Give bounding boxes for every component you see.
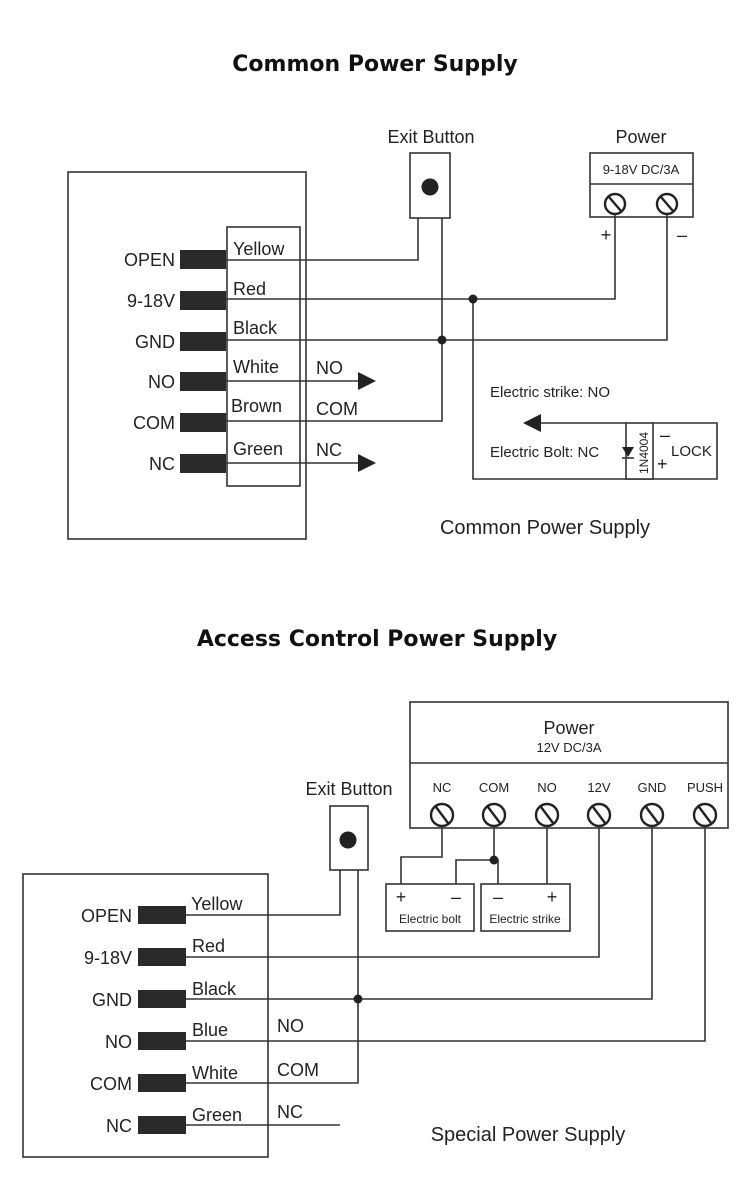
screw-12v xyxy=(586,802,612,828)
bottom-term-nc: NC xyxy=(106,1116,132,1136)
bottom-term-no: NO xyxy=(105,1032,132,1052)
bottom-caption: Special Power Supply xyxy=(431,1124,626,1146)
top-junction-red xyxy=(468,294,478,304)
bottom-bolt-label: Electric bolt xyxy=(399,912,462,926)
bottom-strike-minus: – xyxy=(493,887,503,907)
bottom-pin-power xyxy=(138,948,186,966)
top-wire-yellow: Yellow xyxy=(233,239,285,259)
bottom-title: Access Control Power Supply xyxy=(197,627,557,652)
top-pin-nc xyxy=(180,454,226,473)
top-out-no: NO xyxy=(316,358,343,378)
bottom-pin-open xyxy=(138,906,186,924)
screw-gnd xyxy=(639,802,665,828)
top-terminal-block xyxy=(226,226,301,487)
bottom-junction-gnd xyxy=(353,994,363,1004)
top-term-com: COM xyxy=(133,413,175,433)
top-wire-green: Green xyxy=(233,439,283,459)
bottom-wire-green: Green xyxy=(192,1105,242,1125)
top-exit-button-label: Exit Button xyxy=(387,127,474,147)
bottom-ps-term-12v: 12V xyxy=(587,780,610,795)
bottom-strike-label: Electric strike xyxy=(489,912,561,926)
top-power-terminal-plus xyxy=(603,192,627,216)
top-term-nc: NC xyxy=(149,454,175,474)
top-lock-plus: + xyxy=(657,454,668,474)
top-lock-minus: – xyxy=(660,425,670,445)
bottom-power-rating: 12V DC/3A xyxy=(536,740,601,755)
top-diode-label: 1N4004 xyxy=(637,432,651,474)
bottom-wire-white: White xyxy=(192,1063,238,1083)
top-term-open: OPEN xyxy=(124,250,175,270)
bottom-term-com: COM xyxy=(90,1074,132,1094)
top-wire-brown: Brown xyxy=(231,396,282,416)
bottom-out-no: NO xyxy=(277,1016,304,1036)
top-term-no: NO xyxy=(148,372,175,392)
bottom-exit-button-label: Exit Button xyxy=(305,779,392,799)
top-pin-power xyxy=(180,291,226,310)
top-out-nc: NC xyxy=(316,440,342,460)
bottom-pins xyxy=(138,906,186,1134)
screw-no xyxy=(534,802,560,828)
top-wire-white: White xyxy=(233,357,279,377)
top-title: Common Power Supply xyxy=(232,52,517,77)
bottom-pin-gnd xyxy=(138,990,186,1008)
top-caption: Common Power Supply xyxy=(440,517,650,539)
bottom-ps-term-com: COM xyxy=(479,780,509,795)
top-power-terminal-minus xyxy=(655,192,679,216)
screw-nc xyxy=(429,802,455,828)
bottom-junction-com xyxy=(489,855,499,865)
bottom-ps-term-nc: NC xyxy=(433,780,452,795)
top-wires xyxy=(226,214,718,480)
bottom-ps-screw-terminals xyxy=(429,802,718,828)
bottom-ps-term-push: PUSH xyxy=(687,780,723,795)
bottom-bolt-minus: – xyxy=(451,887,461,907)
bottom-pin-no xyxy=(138,1032,186,1050)
screw-com xyxy=(481,802,507,828)
top-power-minus: – xyxy=(677,225,687,245)
bottom-term-power: 9-18V xyxy=(84,948,132,968)
top-wire-black: Black xyxy=(233,318,278,338)
bottom-out-com: COM xyxy=(277,1060,319,1080)
top-bolt-nc: Electric Bolt: NC xyxy=(490,444,599,461)
top-exit-button-dot xyxy=(421,178,439,196)
bottom-electric-bolt-box xyxy=(385,883,475,932)
top-power-plus: + xyxy=(601,225,612,245)
bottom-power-label: Power xyxy=(543,718,594,738)
top-out-com: COM xyxy=(316,399,358,419)
top-wire-red: Red xyxy=(233,279,266,299)
top-pin-gnd xyxy=(180,332,226,351)
bottom-wire-blue: Blue xyxy=(192,1020,228,1040)
bottom-wire-red: Red xyxy=(192,936,225,956)
bottom-pin-com xyxy=(138,1074,186,1092)
top-pin-no xyxy=(180,372,226,391)
bottom-electric-strike-box xyxy=(480,883,571,932)
bottom-term-gnd: GND xyxy=(92,990,132,1010)
bottom-bolt-plus: + xyxy=(396,887,407,907)
bottom-exit-button-dot xyxy=(339,831,357,849)
bottom-strike-plus: + xyxy=(547,887,558,907)
top-power-label: Power xyxy=(615,127,666,147)
top-junction-black xyxy=(437,335,447,345)
top-term-gnd: GND xyxy=(135,332,175,352)
bottom-wires xyxy=(186,826,706,1126)
top-power-rating: 9-18V DC/3A xyxy=(603,162,680,177)
screw-push xyxy=(692,802,718,828)
top-lock-label: LOCK xyxy=(671,443,712,460)
bottom-pin-nc xyxy=(138,1116,186,1134)
bottom-ps-term-no: NO xyxy=(537,780,557,795)
top-pin-com xyxy=(180,413,226,432)
bottom-wire-black: Black xyxy=(192,979,237,999)
top-term-power: 9-18V xyxy=(127,291,175,311)
top-strike-no: Electric strike: NO xyxy=(490,384,610,401)
bottom-ps-term-gnd: GND xyxy=(638,780,667,795)
bottom-power-box xyxy=(409,701,729,829)
bottom-wire-yellow: Yellow xyxy=(191,894,243,914)
top-pins xyxy=(180,250,226,473)
top-pin-open xyxy=(180,250,226,269)
bottom-out-nc: NC xyxy=(277,1102,303,1122)
bottom-term-open: OPEN xyxy=(81,906,132,926)
